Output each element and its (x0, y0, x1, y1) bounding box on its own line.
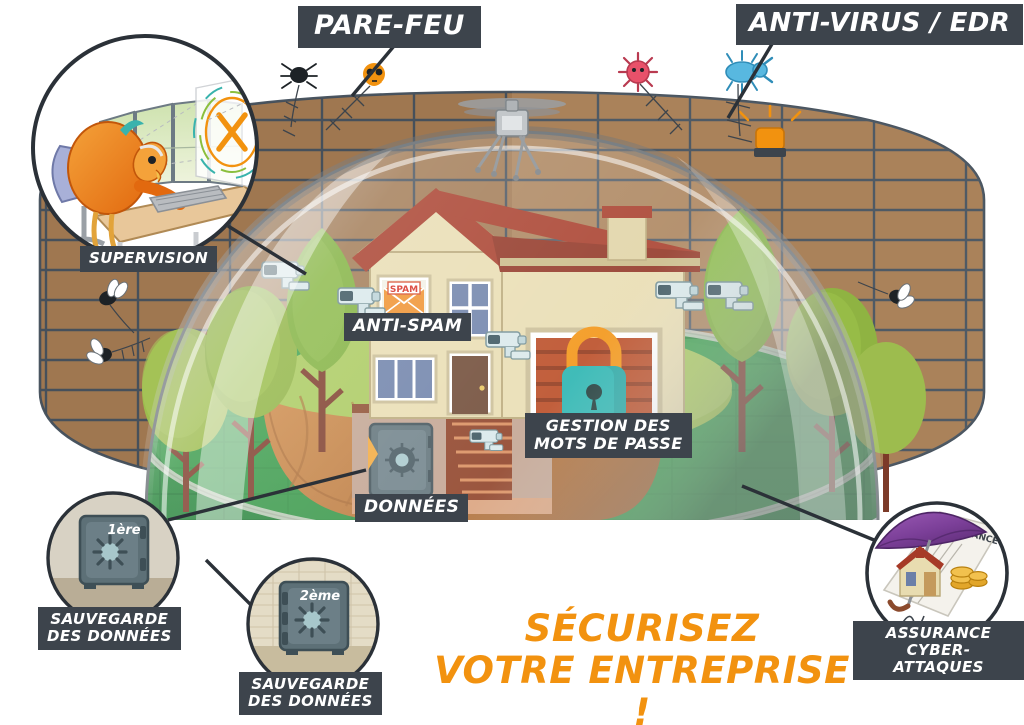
leader-insurance (741, 484, 875, 542)
label-antivirus: ANTI-VIRUS / EDR (736, 4, 1024, 46)
safe-second-badge: 2ème (300, 589, 340, 604)
leader-firewall (350, 44, 396, 98)
leader-backup-1 (167, 468, 367, 522)
drone (458, 98, 566, 181)
safe-first: 1ère (78, 514, 150, 589)
leader-lines (167, 43, 875, 614)
label-password-management: GESTION DES MOTS DE PASSE (525, 413, 692, 458)
safe-second: 2ème (278, 580, 350, 655)
insurance-house (896, 546, 944, 597)
leader-supervision (227, 224, 307, 276)
label-backup-first: SAUVEGARDE DES DONNÉES (38, 607, 181, 650)
fly-threat (99, 278, 135, 334)
label-antispam: ANTI-SPAM (344, 313, 472, 342)
label-supervision: SUPERVISION (80, 246, 218, 272)
label-insurance: ASSURANCE CYBER-ATTAQUES (853, 621, 1024, 681)
callout-insurance: ASSURANCE (865, 501, 1009, 645)
spider-threat (280, 63, 318, 137)
leader-antivirus (726, 43, 774, 119)
gold-coins (950, 566, 988, 590)
label-data: DONNÉES (355, 494, 469, 523)
alarm-beacon (738, 104, 802, 157)
callout-backup-second: 2ème (246, 557, 380, 691)
fly-threat (857, 281, 915, 309)
label-backup-second: SAUVEGARDE DES DONNÉES (239, 672, 382, 715)
fly-threat (86, 337, 151, 365)
virus-threat (617, 51, 683, 135)
poster-headline: SÉCURISEZ VOTRE ENTREPRISE ! (434, 607, 850, 725)
leader-backup-2 (204, 558, 260, 614)
callout-supervision (31, 34, 259, 262)
label-firewall: PARE-FEU (298, 6, 481, 49)
threats-outside (86, 50, 915, 365)
safe-first-badge: 1ère (107, 523, 140, 538)
callout-backup-first: 1ère (46, 491, 180, 625)
